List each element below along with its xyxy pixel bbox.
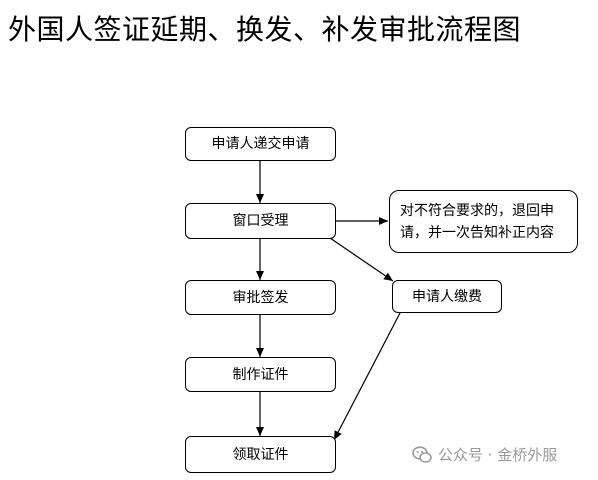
node-collect-certificate: 领取证件 xyxy=(185,436,336,473)
node-reject-notice: 对不符合要求的，退回申请，并一次告知补正内容 xyxy=(389,190,578,253)
page-title: 外国人签证延期、换发、补发审批流程图 xyxy=(8,13,522,46)
watermark: 公众号 · 金桥外服 xyxy=(412,444,557,465)
watermark-text: 公众号 · 金桥外服 xyxy=(438,446,558,464)
node-applicant-payment: 申请人缴费 xyxy=(392,280,502,313)
wechat-icon xyxy=(412,445,432,464)
node-submit-application: 申请人递交申请 xyxy=(185,127,336,161)
node-window-acceptance: 窗口受理 xyxy=(185,203,336,239)
arrow-pay-to-collect xyxy=(333,312,401,441)
node-make-certificate: 制作证件 xyxy=(185,357,336,392)
node-approval-issuance: 审批签发 xyxy=(185,280,336,315)
arrow-accept-to-pay xyxy=(329,237,394,282)
